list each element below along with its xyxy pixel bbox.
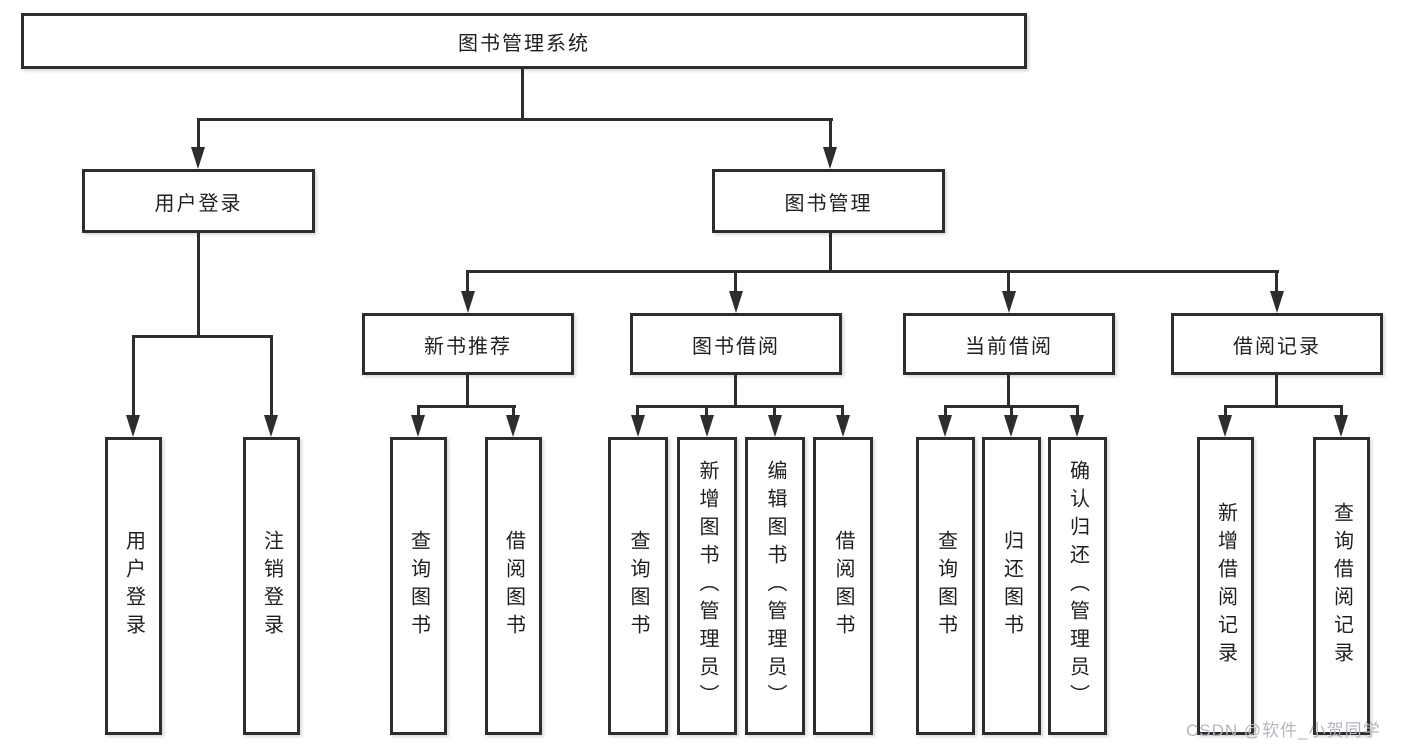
- node-book-management: 图书管理: [712, 169, 945, 233]
- connector-line: [417, 405, 420, 416]
- arrow-down-icon: [631, 415, 645, 437]
- arrow-down-icon: [1270, 291, 1284, 313]
- arrow-down-icon: [1218, 415, 1232, 437]
- connector-line: [841, 405, 844, 416]
- connector-line: [197, 118, 833, 121]
- node-label: 借阅图书: [832, 530, 854, 642]
- leaf-query-borrow-record: 查询借阅记录: [1313, 437, 1370, 735]
- node-label: 图书管理: [784, 192, 873, 215]
- node-new-book-recommendation: 新书推荐: [362, 313, 574, 375]
- arrow-down-icon: [938, 415, 952, 437]
- node-label: 查询图书: [407, 530, 430, 642]
- connector-line: [1076, 405, 1079, 416]
- csdn-watermark: CSDN @软件_小贺同学: [1186, 721, 1381, 740]
- leaf-query-books: 查询图书: [916, 437, 975, 735]
- arrow-down-icon: [768, 415, 782, 437]
- connector-line: [1340, 405, 1343, 416]
- node-label: 借阅图书: [502, 530, 525, 642]
- node-label: 编辑图书（管理员）: [764, 460, 786, 712]
- leaf-user-login: 用户登录: [105, 437, 162, 735]
- connector-line: [1010, 405, 1013, 416]
- connector-line: [1224, 405, 1227, 416]
- arrow-down-icon: [1334, 415, 1348, 437]
- connector-line: [1275, 270, 1278, 292]
- node-label: 查询图书: [627, 530, 649, 642]
- node-label: 图书借阅: [692, 335, 780, 358]
- connector-line: [636, 405, 639, 416]
- node-user-login: 用户登录: [82, 169, 315, 233]
- node-current-borrowing: 当前借阅: [903, 313, 1115, 375]
- leaf-confirm-return-admin: 确认归还（管理员）: [1048, 437, 1107, 735]
- leaf-query-books: 查询图书: [608, 437, 668, 735]
- node-label: 用户登录: [154, 192, 243, 215]
- connector-line: [132, 335, 135, 416]
- arrow-down-icon: [461, 291, 475, 313]
- leaf-borrow-books: 借阅图书: [485, 437, 542, 735]
- node-label: 新增图书（管理员）: [696, 460, 718, 712]
- node-book-borrowing: 图书借阅: [630, 313, 842, 375]
- connector-line: [734, 375, 737, 405]
- connector-line: [944, 405, 947, 416]
- arrow-down-icon: [126, 415, 140, 437]
- arrow-down-icon: [506, 415, 520, 437]
- node-label: 归还图书: [1000, 530, 1023, 642]
- arrow-down-icon: [264, 415, 278, 437]
- connector-line: [829, 118, 832, 148]
- node-label: 注销登录: [260, 530, 283, 642]
- node-library-management-system: 图书管理系统: [21, 13, 1027, 69]
- node-label: 查询借阅记录: [1330, 502, 1353, 670]
- node-label: 图书管理系统: [458, 32, 590, 55]
- arrow-down-icon: [411, 415, 425, 437]
- leaf-borrow-books: 借阅图书: [813, 437, 873, 735]
- connector-line: [773, 405, 776, 416]
- connector-line: [734, 270, 737, 292]
- node-borrowing-records: 借阅记录: [1171, 313, 1383, 375]
- leaf-add-borrow-record: 新增借阅记录: [1197, 437, 1254, 735]
- arrow-down-icon: [1070, 415, 1084, 437]
- connector-line: [521, 69, 524, 118]
- leaf-logout: 注销登录: [243, 437, 300, 735]
- arrow-down-icon: [191, 147, 205, 169]
- connector-line: [197, 233, 200, 335]
- arrow-down-icon: [700, 415, 714, 437]
- leaf-query-books: 查询图书: [390, 437, 447, 735]
- node-label: 查询图书: [934, 530, 957, 642]
- arrow-down-icon: [1004, 415, 1018, 437]
- arrow-down-icon: [823, 147, 837, 169]
- connector-line: [1275, 375, 1278, 405]
- connector-line: [1007, 375, 1010, 405]
- connector-line: [197, 118, 200, 148]
- connector-line: [1224, 405, 1343, 408]
- connector-line: [466, 375, 469, 405]
- connector-line: [512, 405, 515, 416]
- arrow-down-icon: [1002, 291, 1016, 313]
- connector-line: [467, 270, 1279, 273]
- leaf-edit-books-admin: 编辑图书（管理员）: [745, 437, 805, 735]
- connector-line: [636, 405, 844, 408]
- leaf-return-books: 归还图书: [982, 437, 1041, 735]
- node-label: 当前借阅: [965, 335, 1053, 358]
- connector-line: [132, 335, 273, 338]
- node-label: 新书推荐: [424, 335, 512, 358]
- connector-line: [1007, 270, 1010, 292]
- leaf-add-books-admin: 新增图书（管理员）: [677, 437, 737, 735]
- node-label: 借阅记录: [1233, 335, 1321, 358]
- connector-line: [270, 335, 273, 416]
- arrow-down-icon: [836, 415, 850, 437]
- connector-line: [705, 405, 708, 416]
- connector-line: [466, 270, 469, 292]
- connector-line: [417, 405, 516, 408]
- arrow-down-icon: [729, 291, 743, 313]
- connector-line: [829, 233, 832, 270]
- node-label: 确认归还（管理员）: [1066, 460, 1089, 712]
- node-label: 新增借阅记录: [1214, 502, 1237, 670]
- node-label: 用户登录: [122, 530, 145, 642]
